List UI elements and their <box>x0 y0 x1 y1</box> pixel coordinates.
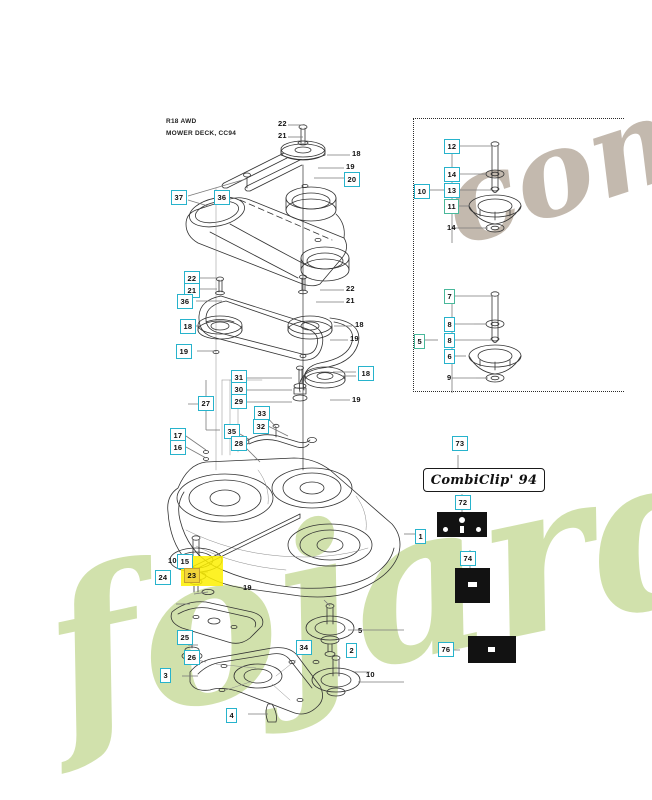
callout-19-top[interactable]: 19 <box>346 162 355 171</box>
combiclip-logo: CombiClip' 94 <box>423 468 545 492</box>
callout-18-mid-left[interactable]: 18 <box>180 319 196 334</box>
callout-36-mid[interactable]: 36 <box>177 294 193 309</box>
callout-22-top[interactable]: 22 <box>278 119 287 128</box>
callout-24[interactable]: 24 <box>155 570 171 585</box>
callout-16[interactable]: 16 <box>170 440 186 455</box>
callout-3[interactable]: 3 <box>160 668 172 683</box>
callout-76[interactable]: 76 <box>438 642 454 657</box>
callout-19-mid-left[interactable]: 19 <box>176 344 192 359</box>
callout-19-mid-lower[interactable]: 19 <box>352 395 361 404</box>
callout-37[interactable]: 37 <box>171 190 187 205</box>
callout-21-mid-right[interactable]: 21 <box>346 296 355 305</box>
title-line-1: R18 AWD <box>166 118 197 125</box>
decal-74-swatch <box>455 568 490 603</box>
callout-17[interactable]: 17 <box>170 428 186 443</box>
callout-19-deck[interactable]: 19 <box>243 583 252 592</box>
callout-29[interactable]: 29 <box>231 394 247 409</box>
callout-10-spindle[interactable]: 10 <box>366 670 375 679</box>
decal-72-chip-left <box>443 527 448 532</box>
callout-34[interactable]: 34 <box>296 640 312 655</box>
decal-72-chip-right <box>476 527 481 532</box>
callout-73[interactable]: 73 <box>452 436 468 451</box>
callout-18-mid-right[interactable]: 18 <box>355 320 364 329</box>
callout-7[interactable]: 7 <box>444 289 456 304</box>
decal-72-swatch <box>437 512 487 537</box>
callout-20-top[interactable]: 20 <box>344 172 360 187</box>
callout-1[interactable]: 1 <box>415 529 427 544</box>
decal-76-swatch <box>468 636 516 663</box>
callout-26[interactable]: 26 <box>184 650 200 665</box>
callout-15[interactable]: 15 <box>177 554 193 569</box>
callout-21-top[interactable]: 21 <box>278 131 287 140</box>
decal-76-chip <box>488 647 495 652</box>
callout-4[interactable]: 4 <box>226 708 238 723</box>
callout-5-group-parent[interactable]: 5 <box>414 334 426 349</box>
callout-25[interactable]: 25 <box>177 630 193 645</box>
callout-8-lower[interactable]: 8 <box>444 333 456 348</box>
callout-12[interactable]: 12 <box>444 139 460 154</box>
diagram-title: R18 AWD MOWER DECK, CC94 <box>166 116 236 141</box>
callout-14-lower[interactable]: 14 <box>447 223 456 232</box>
callout-30[interactable]: 30 <box>231 382 247 397</box>
callout-28[interactable]: 28 <box>231 436 247 451</box>
callout-10-deck[interactable]: 10 <box>168 556 177 565</box>
callout-13[interactable]: 13 <box>444 183 460 198</box>
decal-74-chip <box>468 582 477 587</box>
callout-5-deck[interactable]: 5 <box>358 626 363 635</box>
decal-72-chip-mid <box>460 526 464 533</box>
callout-36-top[interactable]: 36 <box>214 190 230 205</box>
callout-10-group-parent[interactable]: 10 <box>414 184 430 199</box>
callout-22-mid-right[interactable]: 22 <box>346 284 355 293</box>
callout-19-mid-right[interactable]: 19 <box>350 334 359 343</box>
callout-23-selected[interactable]: 23 <box>184 568 200 583</box>
callout-74[interactable]: 74 <box>460 551 476 566</box>
subassembly-panel-frame <box>413 118 624 392</box>
callout-18-mid-lower[interactable]: 18 <box>358 366 374 381</box>
callout-35[interactable]: 35 <box>224 424 240 439</box>
callout-32[interactable]: 32 <box>253 419 269 434</box>
callout-14-upper[interactable]: 14 <box>444 167 460 182</box>
callout-18-top[interactable]: 18 <box>352 149 361 158</box>
callout-8-upper[interactable]: 8 <box>444 317 456 332</box>
callout-72[interactable]: 72 <box>455 495 471 510</box>
callout-2[interactable]: 2 <box>346 643 358 658</box>
callout-11[interactable]: 11 <box>444 199 460 214</box>
title-line-2: MOWER DECK, CC94 <box>166 130 237 138</box>
callout-6[interactable]: 6 <box>444 349 456 364</box>
callout-9[interactable]: 9 <box>447 373 452 382</box>
decal-72-chip-center <box>459 517 465 523</box>
callout-27[interactable]: 27 <box>198 396 214 411</box>
